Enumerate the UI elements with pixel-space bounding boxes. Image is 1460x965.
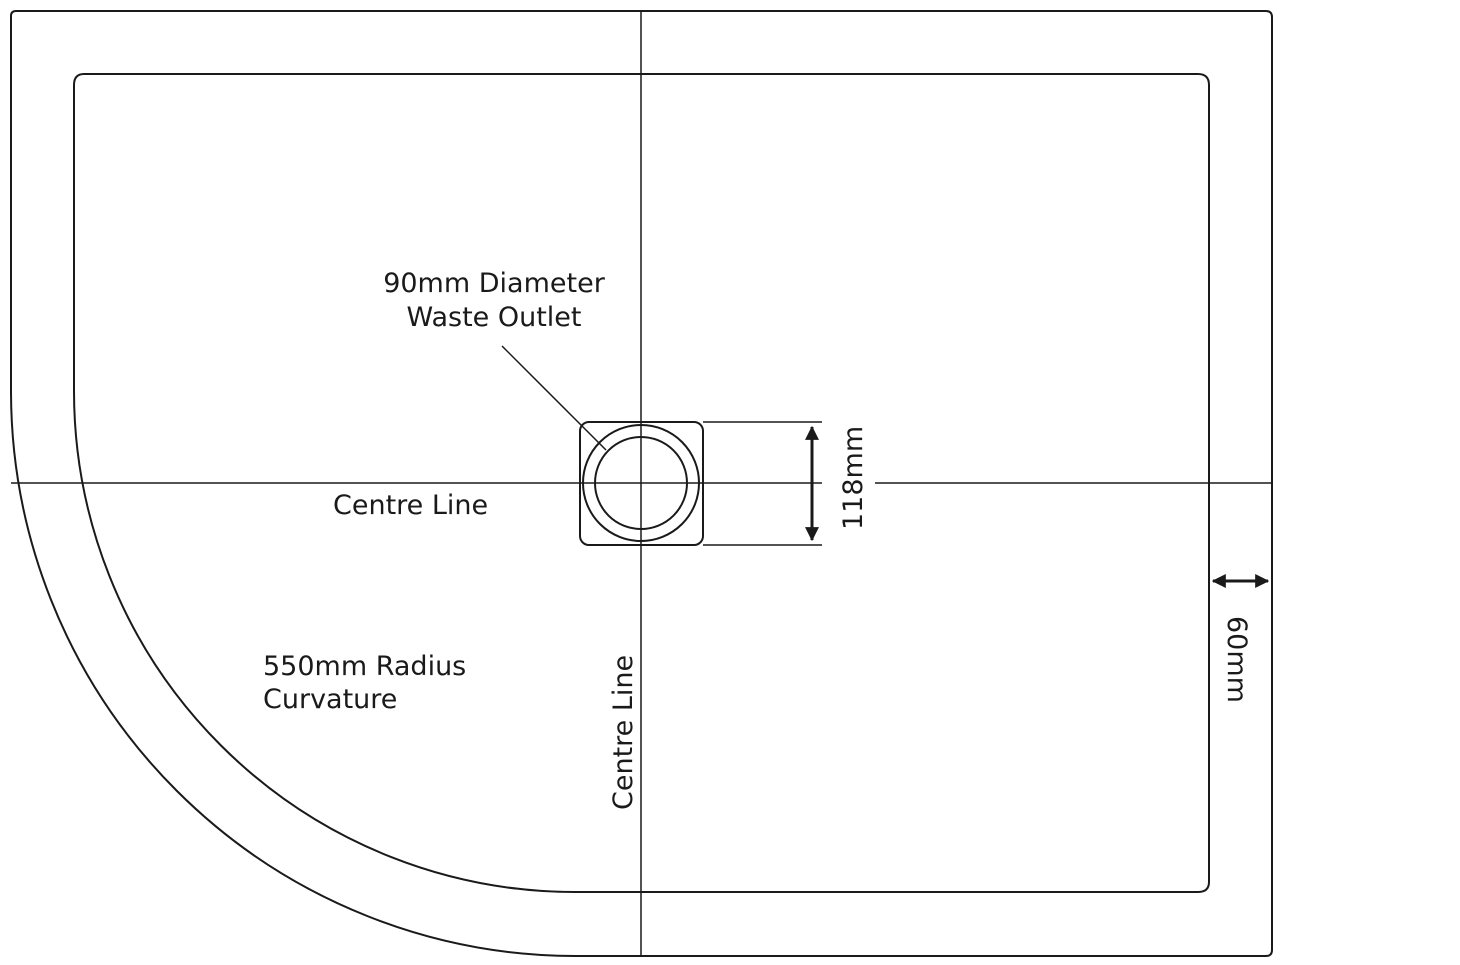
outlet-label-line2: Waste Outlet — [406, 302, 581, 333]
outlet-size-label: 118mm — [838, 426, 869, 530]
waste-outlet-outer-ring — [582, 424, 700, 542]
outlet-label-line1: 90mm Diameter — [383, 268, 605, 299]
waste-outlet-housing — [579, 421, 704, 546]
tray-outer-outline — [10, 10, 1273, 957]
outlet-leader-line — [501, 345, 607, 451]
radius-label-line2: Curvature — [263, 684, 397, 715]
upstand-width-label: 60mm — [1221, 616, 1252, 703]
centre-line-horizontal-label: Centre Line — [333, 490, 488, 521]
centre-line-vertical-label: Centre Line — [608, 655, 639, 810]
radius-label-line1: 550mm Radius — [263, 651, 466, 682]
waste-outlet-inner-ring — [594, 436, 688, 530]
tray-inner-outline — [73, 73, 1210, 893]
